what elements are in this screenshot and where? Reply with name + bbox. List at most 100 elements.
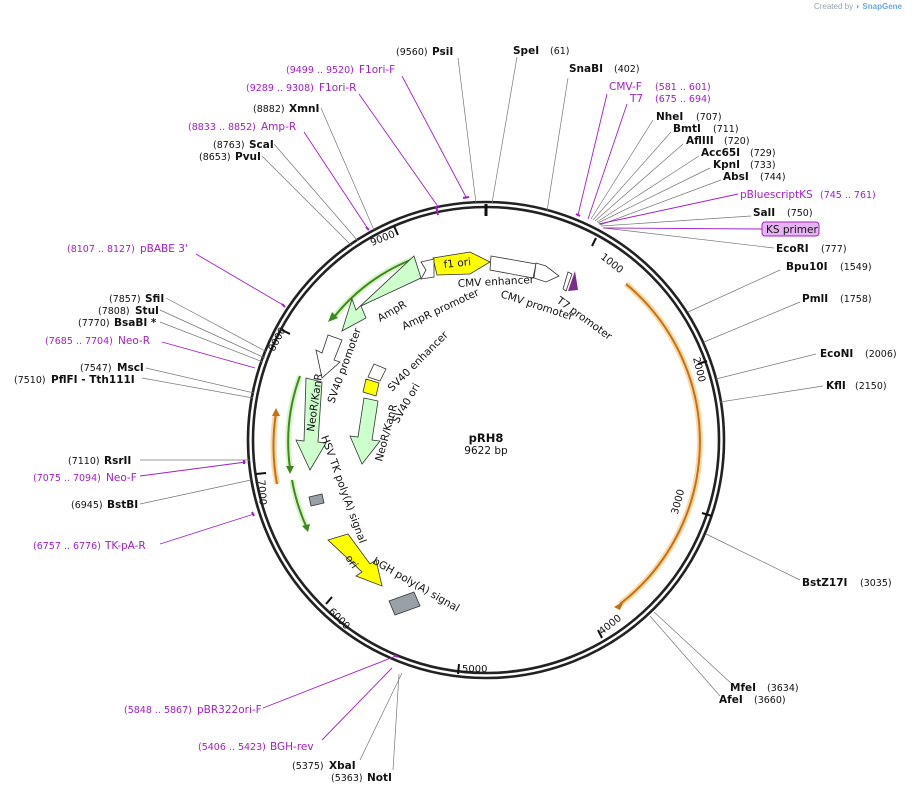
primer-position: (7685 .. 7704) [45,336,113,347]
site-position: (7770) [78,318,110,329]
site-name: SfiI [145,293,164,305]
primer-name: F1ori-F [359,64,395,76]
primer-position: (5848 .. 5867) [124,705,192,716]
site-position: (729) [750,148,776,159]
site-name: PflFI - Tth111I [51,374,135,386]
plasmid-size: 9622 bp [464,445,508,457]
site-name: XmnI [289,103,319,115]
neor-kanr-arrow [295,377,327,471]
feature-label: CMV enhancer [458,274,536,290]
feature-label: NeoR/KanR [373,403,400,463]
site-name: XbaI [329,760,356,772]
tick-label: 4000 [597,613,624,637]
primer-name: BGH-rev [270,741,314,753]
amp-orf-arc [333,258,414,318]
site-name: BsaBI * [114,317,157,329]
ampr-promoter-arrow [420,258,435,280]
primer-name: pBR322ori-F [197,704,262,716]
site-position: (707) [696,112,722,123]
sv40-promoter-arrow [315,334,343,379]
primer-name: TK-pA-R [104,540,146,552]
site-name: KpnI [713,159,740,171]
site-position: (7808) [98,306,130,317]
site-name: AflIII [686,135,714,147]
site-name: BmtI [673,123,701,135]
tick-label: 7000 [255,479,268,505]
credit-prefix: Created by [813,2,854,11]
site-position: (3660) [754,695,786,706]
site-name: ScaI [249,139,274,151]
site-name: RsrII [104,455,131,467]
site-name: EcoNI [820,348,853,360]
site-position: (777) [821,244,847,255]
t7-promoter-arrow [562,271,573,292]
ks-primer-highlight[interactable] [761,221,820,237]
primer-marker-icon [568,271,578,291]
site-leaders [139,56,824,771]
site-position: (7547) [80,363,112,374]
site-name: BstZ17I [802,577,847,589]
site-position: (2150) [855,381,887,392]
site-position: (61) [550,46,570,57]
site-name: AfeI [719,694,743,706]
primer-position: (7075 .. 7094) [33,473,101,484]
restriction-sites: (9560) PsiI SpeI (61) SnaBI (402) NheI (… [14,45,897,784]
site-position: (9560) [396,47,428,58]
primer-position: (9289 .. 9308) [246,83,314,94]
orf-arrow-left-icon [272,408,280,416]
snapgene-credit: Created by ◗ SnapGene [814,2,902,11]
primer-name: F1ori-R [319,82,356,94]
feature-label: AmpR promoter [400,286,481,332]
site-position: (402) [614,64,640,75]
site-name: Acc65I [701,147,740,159]
backbone-outer [246,200,726,680]
primer-name[interactable]: KS primer [766,224,818,236]
primer-ticks [243,196,581,658]
site-position: (2006) [865,349,897,360]
tick-label: 5000 [462,664,487,675]
site-position: (8882) [253,104,285,115]
cmv-enhancer-arrow [489,255,537,279]
primer-position: (8833 .. 8852) [188,122,256,133]
amp-orf-arrow-icon [328,312,338,322]
primer-name: CMV-F [609,81,642,93]
site-position: (711) [713,124,739,135]
ori-arrow [327,533,383,587]
site-name: NheI [656,111,683,123]
site-position: (750) [787,208,813,219]
site-position: (1758) [840,294,872,305]
site-position: (1549) [840,262,872,273]
primer-name: Neo-R [118,335,150,347]
site-position: (7110) [68,456,100,467]
site-position: (8653) [199,152,231,163]
tick-label: 1000 [598,252,625,276]
neo-orf-arrow-icon [286,466,294,474]
bgh-polya-box [388,591,421,616]
tk-orf-arc [291,479,307,527]
primer-position: (675 .. 694) [655,94,711,105]
site-name: KflI [826,380,846,392]
site-name: PvuI [235,151,261,163]
primer-position: (9499 .. 9520) [286,65,354,76]
site-name: SpeI [513,45,539,57]
site-name: SalI [753,207,775,219]
snapgene-logo-icon: ◗ [855,2,861,11]
cmv-promoter-arrow [533,262,560,283]
site-name: Bpu10I [786,261,828,273]
site-position: (8763) [213,140,245,151]
primer-position: (6757 .. 6776) [33,541,101,552]
plasmid-name: pRH8 [469,431,504,445]
neo-orf-arc [287,375,301,469]
ampr-arrow [341,255,422,332]
site-name: PsiI [432,46,453,58]
primer-labels: (9499 .. 9520) F1ori-F (9289 .. 9308) F1… [33,64,876,753]
orf-arc-right [619,283,701,605]
primer-position: (5406 .. 5423) [198,742,266,753]
primer-name: pBluescriptKS [740,189,813,201]
site-name: NotI [367,772,392,784]
site-name: BstBI [107,499,138,511]
site-position: (5363) [331,773,363,784]
primer-name: Neo-F [106,472,137,484]
site-position: (744) [760,172,786,183]
